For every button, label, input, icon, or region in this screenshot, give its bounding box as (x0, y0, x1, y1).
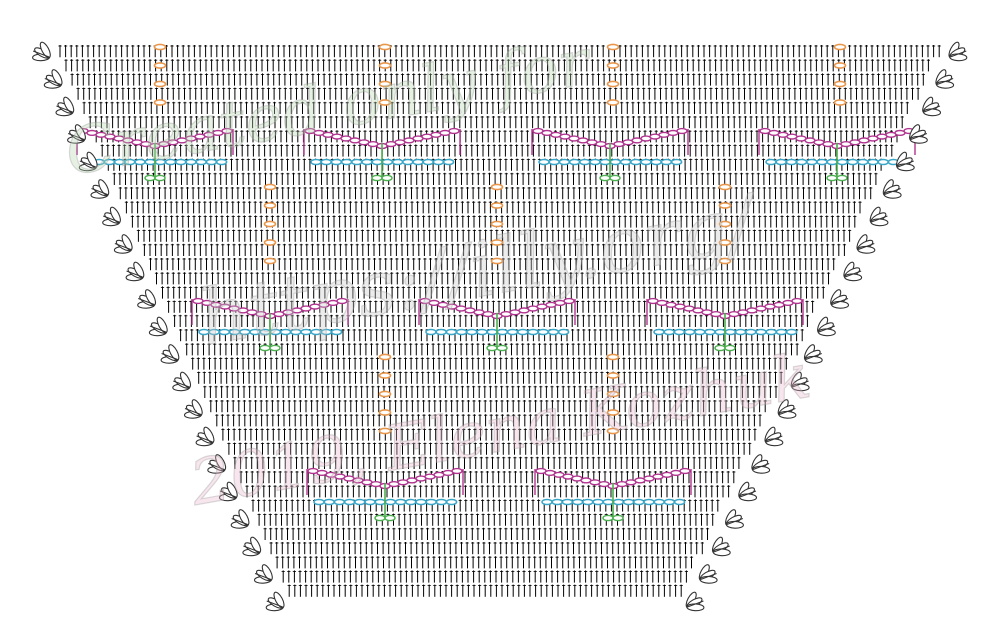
stitch-row (154, 272, 831, 285)
stitch-row (124, 201, 862, 214)
stitch-row (64, 59, 930, 72)
stitch-row (167, 300, 815, 313)
stitch-row (136, 229, 852, 242)
stitch-row (118, 187, 873, 200)
stitch-row (142, 243, 846, 256)
stitch-row (148, 258, 836, 271)
stitch-row (70, 73, 925, 86)
stitch-row (76, 87, 920, 100)
stitch-row (160, 286, 825, 299)
stitch-row (82, 101, 909, 114)
stitch-row (112, 172, 878, 185)
stitch-row (88, 116, 904, 129)
stitch-grid (58, 45, 941, 597)
